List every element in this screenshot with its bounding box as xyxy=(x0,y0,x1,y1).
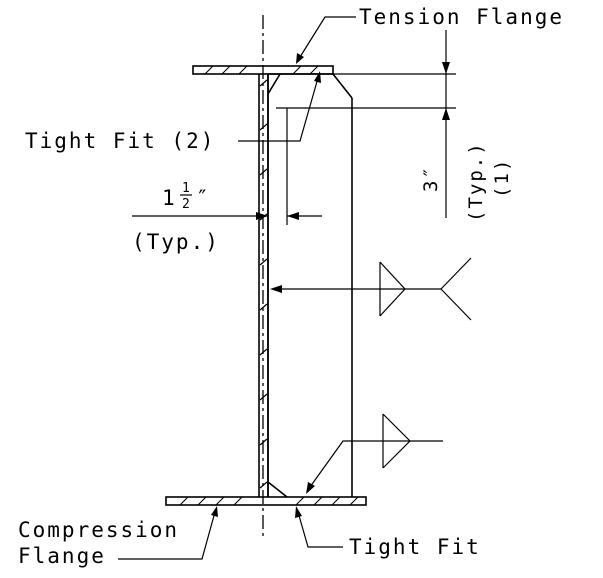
dimension-3in xyxy=(276,30,456,218)
weld-symbol-flange xyxy=(306,413,443,494)
dimension-1-5in xyxy=(132,108,322,225)
tight-fit-leader xyxy=(295,506,343,548)
stiffener-plate xyxy=(267,73,353,498)
dim-3in-typ: (Typ.) xyxy=(465,141,487,222)
tight-fit-2-label: Tight Fit (2) xyxy=(25,129,215,153)
dim-whole: 1 xyxy=(162,186,177,210)
dim-3in-note: (1) xyxy=(491,158,513,198)
dim-inch-mark: ″ xyxy=(196,186,211,210)
tight-fit-label: Tight Fit xyxy=(349,535,481,559)
compression-flange-label-line1: Compression xyxy=(18,518,179,542)
compression-flange-leader xyxy=(118,506,218,560)
dim-frac-den: 2 xyxy=(182,197,190,212)
dim-frac-num: 1 xyxy=(182,181,190,196)
compression-flange-plate xyxy=(165,496,367,506)
tight-fit-2-leader xyxy=(238,71,321,142)
tension-flange-label: Tension Flange xyxy=(359,5,564,29)
weld-symbol-web xyxy=(270,257,472,321)
compression-flange-label-line2: Flange xyxy=(18,544,106,568)
dim-1-5in-value: 1 1 2 ″ xyxy=(162,181,211,212)
dim-1-5in-typ: (Typ.) xyxy=(132,230,220,254)
tension-flange-leader xyxy=(296,16,356,64)
dim-3in-value: 3″ xyxy=(420,165,442,192)
